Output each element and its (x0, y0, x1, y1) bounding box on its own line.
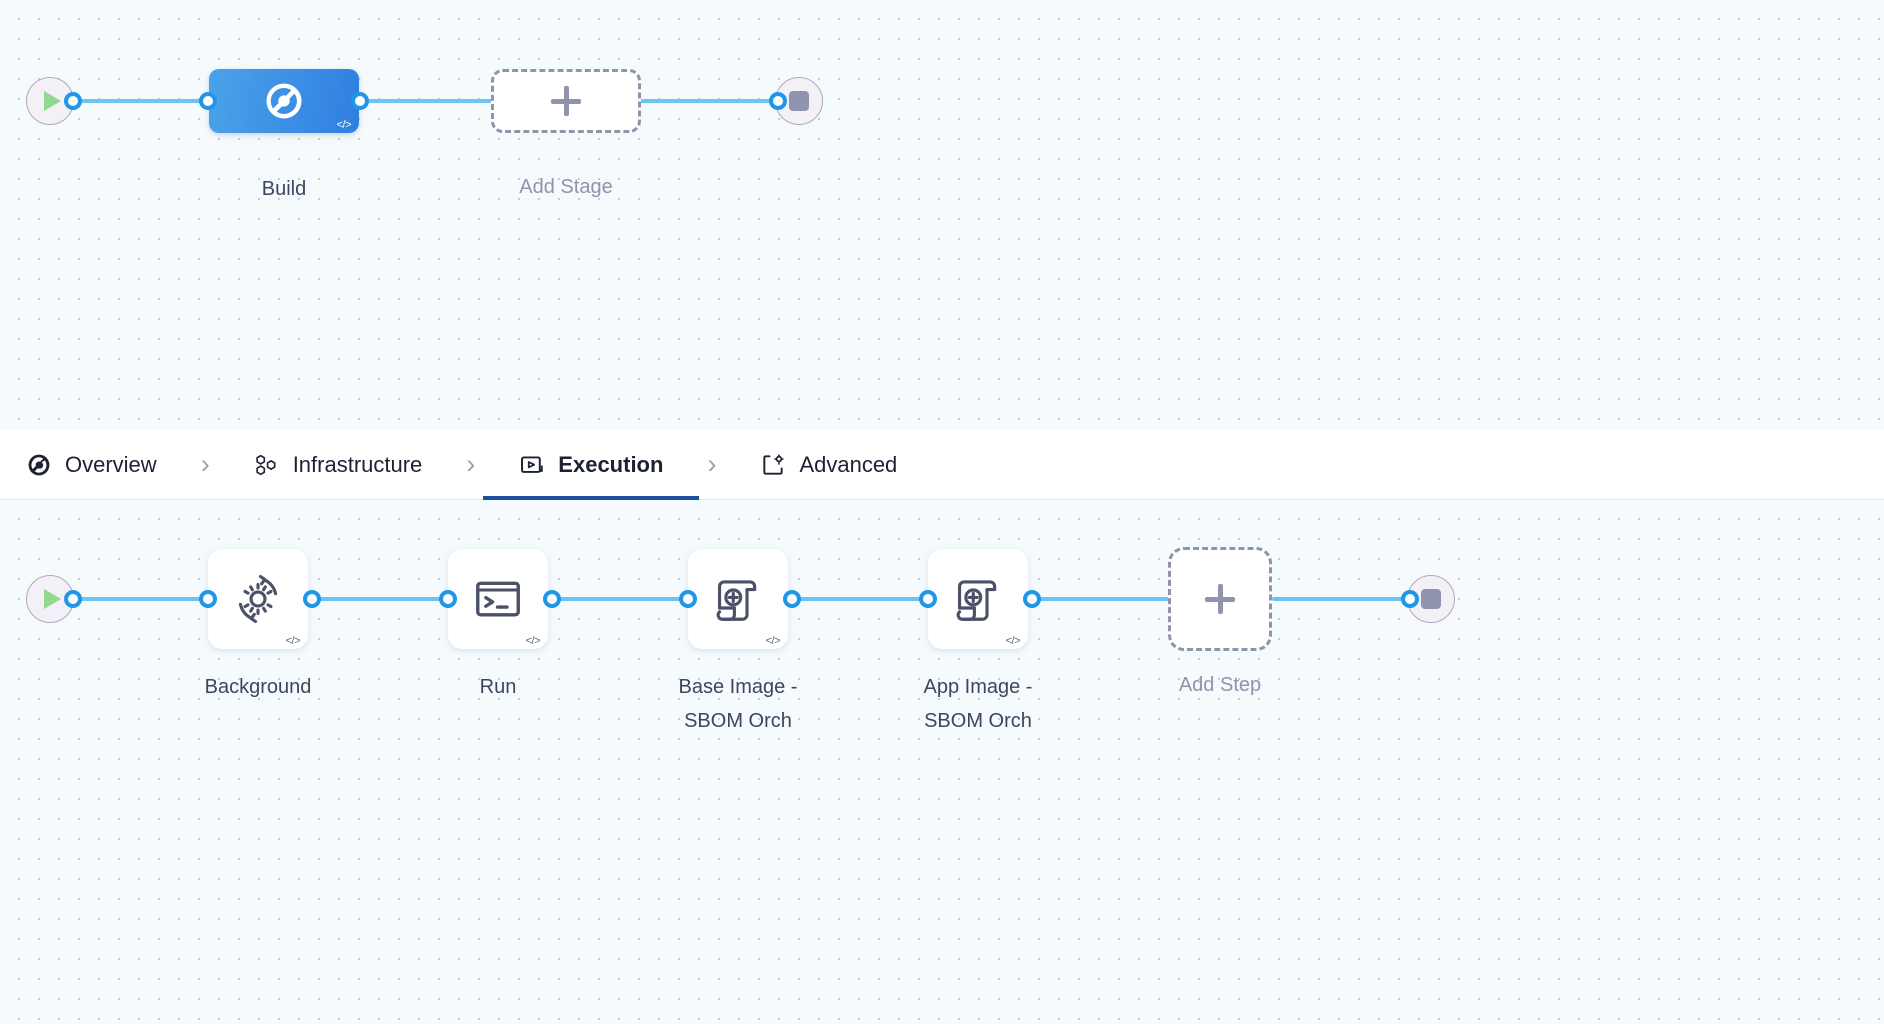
stage-label-build: Build (261, 178, 307, 200)
edge-background-to-run (312, 597, 452, 601)
overview-icon (28, 454, 50, 475)
tab-separator-3: › (707, 449, 717, 479)
add-step-label: Add Step (1178, 674, 1262, 696)
step-label-run: Run (479, 676, 517, 698)
edge-appimage-to-addstep (1032, 597, 1172, 601)
edge-build-to-addstage (360, 99, 500, 103)
port-build-in[interactable] (199, 92, 217, 110)
play-icon (44, 589, 61, 609)
code-badge[interactable]: </> (285, 635, 301, 647)
tab-label-overview: Overview (65, 451, 157, 477)
add-step-button[interactable] (1168, 547, 1272, 651)
tab-advanced[interactable]: Advanced (756, 430, 901, 500)
port-end-in[interactable] (769, 92, 787, 110)
port-start-out[interactable] (64, 92, 82, 110)
code-badge[interactable]: </> (765, 635, 781, 647)
port-exec-start-out[interactable] (64, 590, 82, 608)
add-stage-label: Add Stage (519, 176, 613, 198)
step-node-base-image-sbom-orch[interactable]: </> (688, 549, 788, 649)
port-background-in[interactable] (199, 590, 217, 608)
sbom-scroll-icon (716, 580, 757, 621)
code-badge[interactable]: </> (1005, 635, 1021, 647)
step-node-background[interactable]: </> (208, 549, 308, 649)
advanced-icon (763, 453, 785, 475)
step-label-background: Background (204, 676, 312, 698)
plus-icon (1205, 584, 1235, 614)
port-exec-end-in[interactable] (1401, 590, 1419, 608)
gear-refresh-icon (238, 574, 278, 624)
port-base-image-out[interactable] (783, 590, 801, 608)
build-stage-icon (266, 83, 302, 119)
sbom-scroll-icon (956, 580, 997, 621)
port-app-image-out[interactable] (1023, 590, 1041, 608)
stage-graph-canvas[interactable]: </> Build Add Stage (0, 0, 1884, 430)
code-badge[interactable]: </> (336, 119, 352, 131)
tab-label-advanced: Advanced (799, 451, 898, 477)
tab-label-execution: Execution (558, 451, 664, 477)
execution-graph-canvas[interactable]: </> Background </> Run (0, 500, 1884, 1024)
step-label-base-image-sbom-orch: Base Image - SBOM Orch (678, 676, 798, 732)
tab-separator-2: › (466, 449, 476, 479)
execution-start-node[interactable] (26, 575, 74, 623)
stop-icon (789, 91, 809, 111)
tab-overview[interactable]: Overview (22, 430, 161, 500)
code-badge[interactable]: </> (525, 635, 541, 647)
edge-addstep-to-end (1272, 597, 1420, 601)
edge-addstage-to-end (640, 99, 788, 103)
edge-run-to-baseimage (552, 597, 692, 601)
step-node-app-image-sbom-orch[interactable]: </> (928, 549, 1028, 649)
edge-start-to-background (78, 597, 216, 601)
edge-start-to-build (78, 99, 218, 103)
play-icon (44, 91, 61, 111)
terminal-icon (476, 581, 520, 617)
tab-infrastructure[interactable]: Infrastructure (250, 430, 427, 500)
port-base-image-in[interactable] (679, 590, 697, 608)
step-label-app-image-sbom-orch: App Image - SBOM Orch (923, 676, 1033, 732)
infrastructure-icon (256, 454, 276, 475)
port-run-out[interactable] (543, 590, 561, 608)
port-run-in[interactable] (439, 590, 457, 608)
plus-icon (551, 86, 581, 116)
step-node-run[interactable]: </> (448, 549, 548, 649)
tab-label-infrastructure: Infrastructure (292, 451, 423, 477)
execution-icon (521, 455, 544, 473)
port-background-out[interactable] (303, 590, 321, 608)
tab-separator-1: › (200, 449, 210, 479)
stop-icon (1421, 589, 1441, 609)
port-app-image-in[interactable] (919, 590, 937, 608)
stage-node-build[interactable]: </> (209, 69, 359, 133)
port-build-out[interactable] (351, 92, 369, 110)
edge-baseimage-to-appimage (792, 597, 932, 601)
tab-execution[interactable]: Execution (483, 430, 700, 500)
add-stage-button[interactable] (491, 69, 641, 133)
stage-config-tabs: Overview › Infrastructure › Execution (0, 430, 1884, 500)
